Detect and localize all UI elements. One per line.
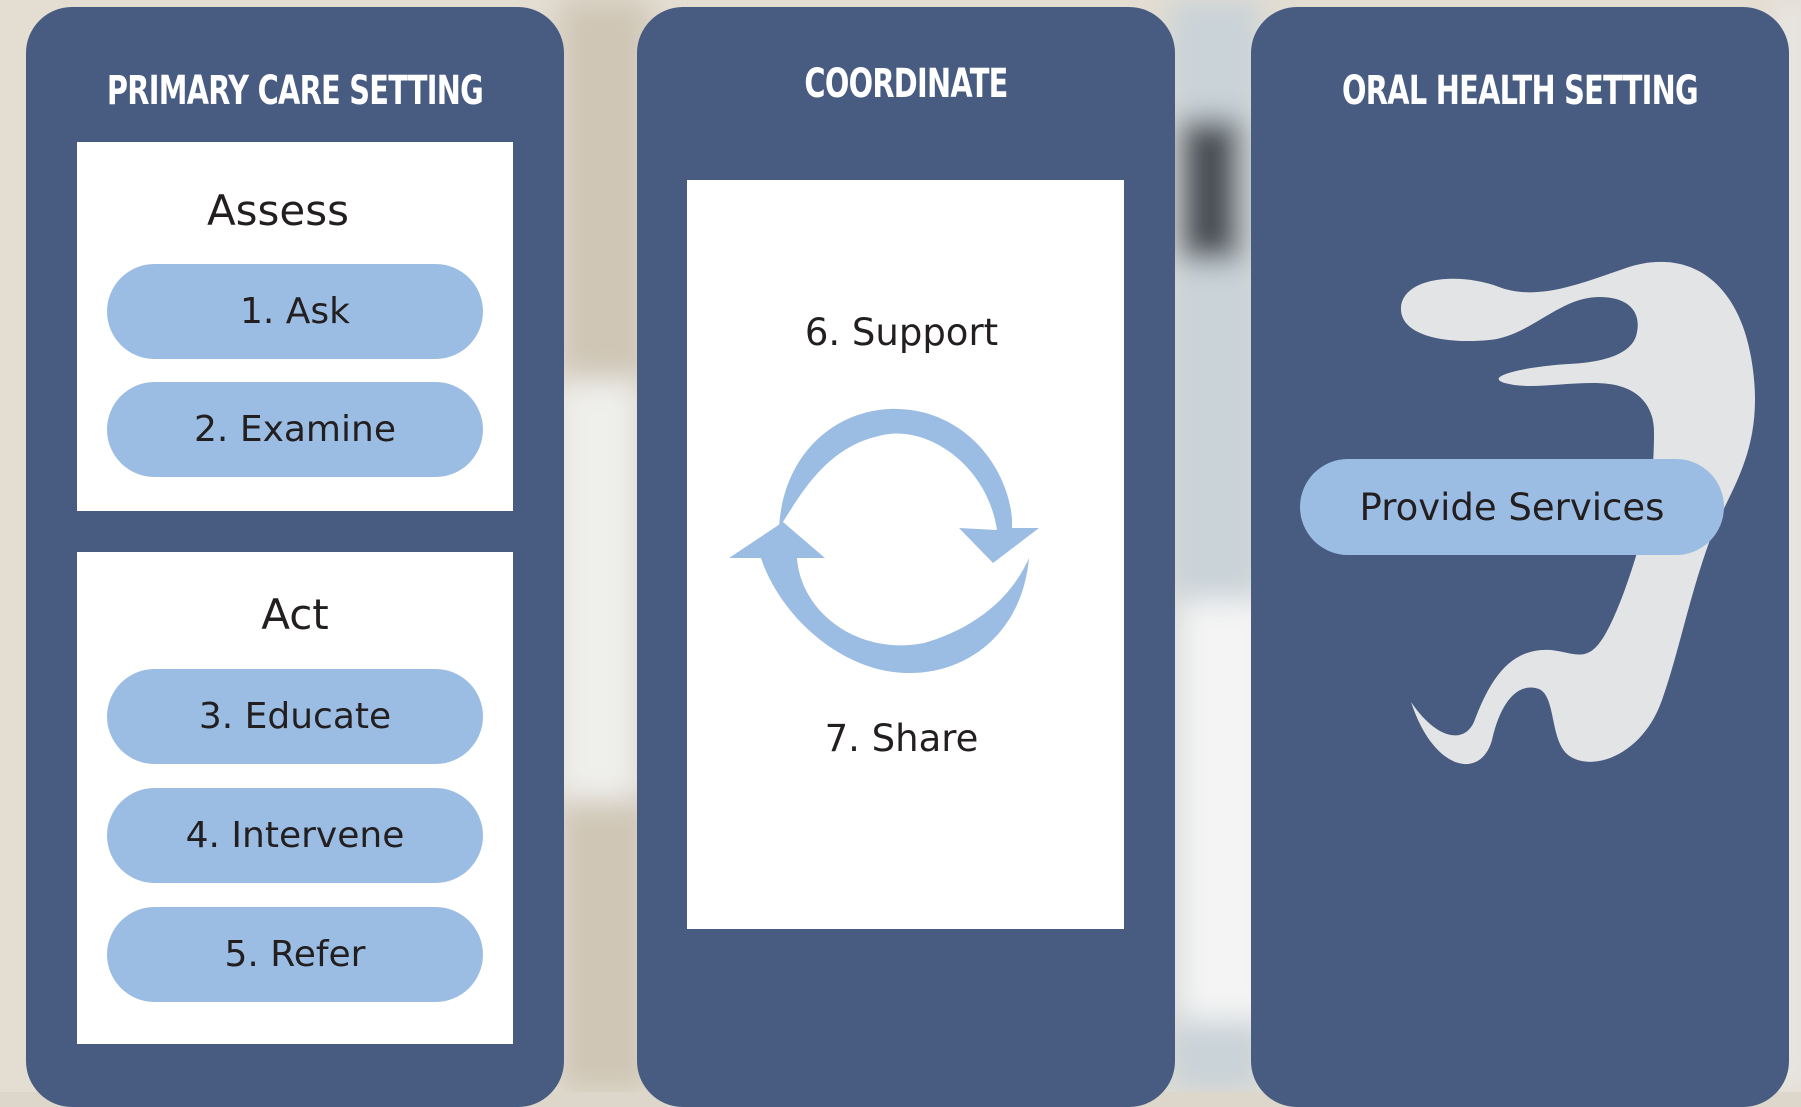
step-examine-pill: 2. Examine [107,382,483,477]
assess-title: Assess [206,186,350,235]
share-label: 7. Share [824,717,979,760]
primary-care-panel: PRIMARY CARE SETTING Assess 1. Ask 2. Ex… [26,7,564,1107]
support-label: 6. Support [804,311,999,354]
provide-services-pill: Provide Services [1300,459,1724,555]
step-intervene-pill: 4. Intervene [107,788,483,883]
step-refer-pill: 5. Refer [107,907,483,1002]
step-ask-pill: 1. Ask [107,264,483,359]
act-card: Act 3. Educate 4. Intervene 5. Refer [77,552,513,1044]
oral-health-panel: ORAL HEALTH SETTING Provide Services [1251,7,1789,1107]
coordinate-card: 6. Support 7. Share [687,180,1124,929]
tooth-icon [1400,261,1755,765]
coordinate-panel: COORDINATE 6. Support 7. Share [637,7,1175,1107]
coordinate-title: COORDINATE [804,61,1008,107]
cycle-arrows-icon [729,408,1039,674]
oral-health-title: ORAL HEALTH SETTING [1342,68,1699,114]
step-educate-pill: 3. Educate [107,669,483,764]
act-title: Act [261,590,329,639]
assess-card: Assess 1. Ask 2. Examine [77,142,513,511]
primary-care-title: PRIMARY CARE SETTING [106,68,484,114]
